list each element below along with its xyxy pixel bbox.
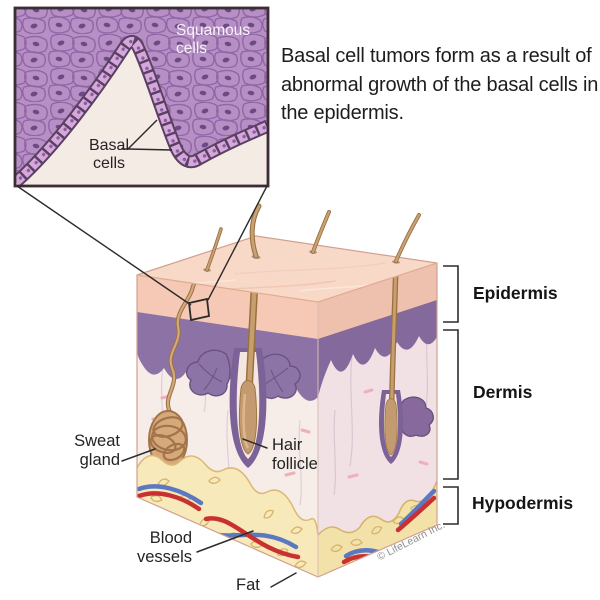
leader-lines	[121, 438, 297, 588]
blood-vessels-label: Blood vessels	[136, 529, 192, 567]
blood-vessels-front	[137, 484, 301, 560]
hair-follicle-right-face	[379, 263, 434, 464]
dermis-label: Dermis	[473, 382, 533, 402]
hypodermis-bracket	[443, 486, 459, 525]
epidermis-label: Epidermis	[473, 283, 558, 303]
inset-connector-lines	[16, 185, 268, 306]
sweat-gland-label: Sweat gland	[74, 432, 120, 470]
epidermis-bracket	[443, 265, 459, 323]
squamous-cells-label: Squamous cells	[176, 22, 251, 58]
basal-cells-pointer	[121, 119, 173, 151]
epidermis-purple-layer-right	[318, 300, 437, 397]
inset-border	[13, 6, 270, 188]
hair-follicle-leader	[242, 438, 268, 449]
hypodermis-label: Hypodermis	[472, 493, 574, 513]
hair-follicle-label: Hair follicle	[272, 436, 318, 474]
block-edges	[136, 235, 438, 578]
description-text: Basal cell tumors form as a result of ab…	[281, 45, 599, 124]
basal-cells-label: Basal cells	[88, 137, 130, 173]
epidermis-pink-band-front	[137, 275, 318, 343]
blood-vessels-leader	[196, 530, 254, 553]
sweat-gland-illustration	[148, 410, 188, 470]
squamous-cells-texture	[16, 9, 267, 182]
hair-follicle-illustration	[229, 275, 267, 468]
inset-magnified-view	[13, 6, 270, 188]
skin-right-face	[318, 263, 437, 577]
sebaceous-gland-left	[185, 349, 231, 397]
fat-label: Fat	[236, 576, 260, 594]
hairs	[205, 203, 421, 272]
sweat-gland-leader	[121, 448, 156, 462]
layer-brackets	[443, 265, 459, 525]
epidermis-pink-band-right	[318, 263, 437, 343]
skin-front-face	[137, 275, 318, 577]
magnified-area-marker	[188, 297, 210, 322]
dermis-bracket	[443, 329, 459, 480]
skin-block	[136, 203, 438, 578]
fat-leader	[270, 572, 297, 588]
